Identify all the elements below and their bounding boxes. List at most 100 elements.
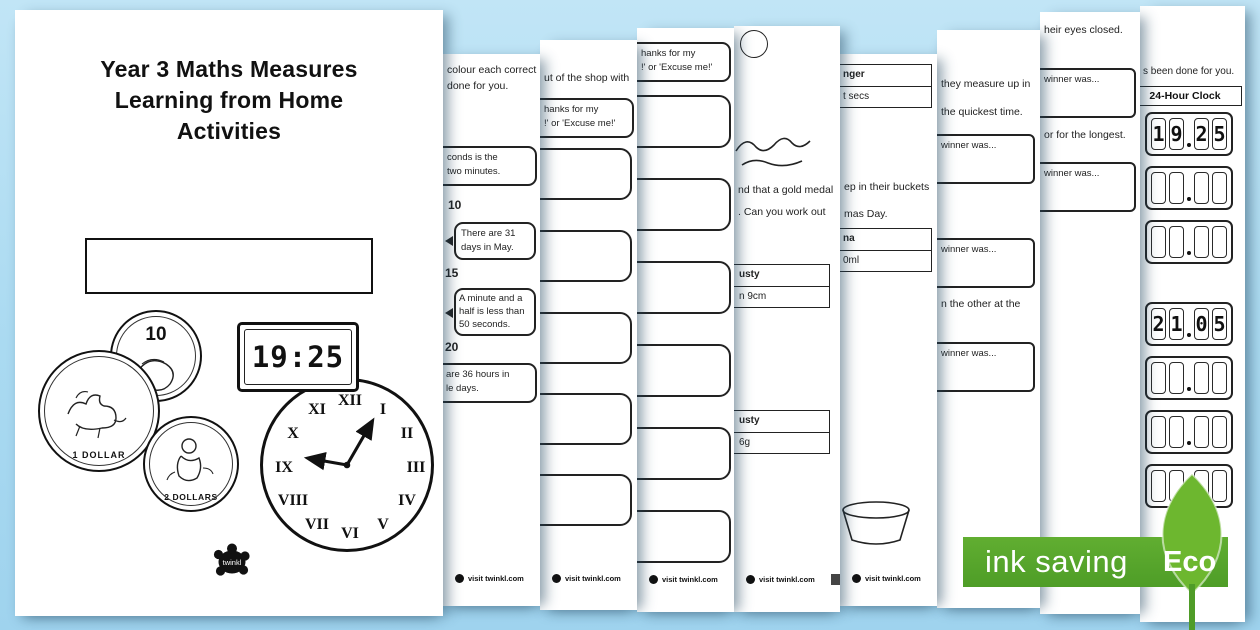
speech-box — [540, 98, 634, 138]
winner-prompt: winner was... — [941, 244, 997, 255]
clock-digit-blank — [1151, 470, 1166, 502]
twinkl-logo-text: twinkl — [223, 558, 242, 567]
worksheet-page-5: nd that a gold medal . Can you work out … — [734, 26, 840, 612]
statement-fragment: There are 31 — [461, 228, 516, 239]
instruction-fragment: colour each correct — [447, 64, 537, 76]
instruction-fragment: ut of the shop with — [544, 72, 630, 84]
speech-fragment: !' or 'Excuse me!' — [544, 118, 616, 129]
twinkl-mini-logo — [746, 575, 755, 584]
instruction-fragment: the quickest time. — [941, 106, 1023, 118]
clock-digit: 0 — [1194, 308, 1209, 340]
answer-box — [637, 427, 731, 480]
winner-box — [937, 238, 1035, 288]
visit-link-text: visit twinkl.com — [759, 575, 815, 584]
results-table: usty 6g — [734, 410, 830, 454]
clock-digit-blank — [1194, 172, 1209, 204]
answer-box — [540, 312, 632, 364]
instruction-fragment: n the other at the — [941, 298, 1021, 310]
digital-display-blank — [1145, 464, 1233, 508]
numeral-ix: IX — [275, 459, 293, 476]
statement-fragment: le days. — [446, 383, 479, 394]
clock-digit: 2 — [1194, 118, 1209, 150]
twinkl-mini-logo — [455, 574, 464, 583]
illustration-circle — [740, 30, 768, 58]
instruction-fragment: heir eyes closed. — [1044, 24, 1123, 36]
clock-digit-blank — [1212, 416, 1227, 448]
results-table: usty n 9cm — [734, 264, 830, 308]
analog-clock: XII I II III IV V VI VII VIII IX X XI — [260, 378, 434, 552]
number-label-10: 10 — [448, 198, 462, 212]
clock-separator-dot — [1187, 143, 1191, 147]
statement-fragment: two minutes. — [447, 166, 501, 177]
number-label-15: 15 — [445, 266, 459, 280]
page-footer: visit twinkl.com — [552, 573, 637, 584]
clock-digit-blank — [1212, 172, 1227, 204]
worksheet-page-8: heir eyes closed. winner was... or for t… — [1040, 12, 1140, 614]
visit-link-text: visit twinkl.com — [468, 574, 524, 583]
page-footer: visit twinkl.com — [746, 574, 840, 585]
clock-separator-dot — [1187, 197, 1191, 201]
clock-digit-blank — [1169, 416, 1184, 448]
numeral-iv: IV — [398, 492, 416, 509]
clock-separator-dot — [1187, 387, 1191, 391]
instruction-fragment: nd that a gold medal — [738, 184, 834, 196]
statement-box — [454, 222, 536, 260]
numeral-i: I — [379, 401, 387, 418]
winner-prompt: winner was... — [1044, 168, 1100, 179]
clock-separator-dot — [1187, 441, 1191, 445]
winner-prompt: winner was... — [941, 348, 997, 359]
statement-box — [454, 288, 536, 336]
digital-display-blank — [1145, 166, 1233, 210]
title-line-3: Activities — [176, 118, 282, 144]
ten-cent-value: 10 — [145, 324, 167, 345]
winner-prompt: winner was... — [941, 140, 997, 151]
clock-digit-blank — [1194, 226, 1209, 258]
statement-box — [443, 146, 537, 186]
column-header: 24-Hour Clock — [1140, 86, 1242, 106]
two-dollar-label: 2 DOLLARS — [164, 492, 218, 502]
numeral-xi: XI — [308, 401, 326, 418]
twinkl-mini-logo — [649, 575, 658, 584]
visit-link-text: visit twinkl.com — [865, 574, 921, 583]
clock-digit-blank — [1194, 362, 1209, 394]
numeral-iii: III — [406, 459, 426, 476]
clock-digit-blank — [1151, 172, 1166, 204]
statement-fragment: 50 seconds. — [459, 319, 511, 330]
instruction-fragment: or for the longest. — [1044, 129, 1126, 141]
answer-box — [540, 393, 632, 445]
instruction-fragment: ep in their buckets — [844, 181, 930, 193]
table-cell: t secs — [840, 86, 931, 107]
table-header-cell: na — [843, 233, 855, 244]
clock-separator-dot — [1187, 251, 1191, 255]
one-dollar-label: 1 DOLLAR — [72, 450, 126, 460]
winner-box — [1040, 162, 1136, 212]
worksheet-page-6: nger t secs ep in their buckets mas Day.… — [840, 54, 937, 606]
clock-digit: 5 — [1212, 308, 1227, 340]
clock-digit-blank — [1151, 416, 1166, 448]
clock-digit-blank — [1212, 470, 1227, 502]
clock-digit: 2 — [1151, 308, 1166, 340]
answer-box — [637, 261, 731, 314]
numeral-x: X — [287, 425, 299, 442]
instruction-fragment: s been done for you. — [1143, 66, 1235, 77]
worksheet-page-4: hanks for my !' or 'Excuse me!' visit tw… — [637, 28, 734, 612]
digital-clock-time: 19:25 — [251, 340, 345, 374]
worksheet-page-3: ut of the shop with hanks for my !' or '… — [540, 40, 637, 610]
page-footer: visit twinkl.com — [852, 573, 937, 584]
ink-saving-text: ink saving — [985, 544, 1128, 579]
table-cell: 6g — [734, 432, 829, 453]
numeral-xii: XII — [337, 392, 363, 409]
number-label-20: 20 — [445, 340, 459, 354]
twinkl-mini-logo — [852, 574, 861, 583]
numeral-v: V — [377, 516, 389, 533]
table-cell: 0ml — [840, 250, 931, 271]
coin-inner-ring — [44, 356, 154, 466]
statement-fragment: A minute and a — [459, 293, 523, 304]
worksheet-page-2: colour each correct done for you. conds … — [443, 54, 540, 606]
two-dollar-coin: 2 DOLLARS — [143, 416, 239, 512]
answer-box — [540, 474, 632, 526]
name-entry-box — [85, 238, 373, 294]
instruction-fragment: . Can you work out — [738, 206, 826, 218]
box-pointer — [445, 308, 453, 318]
answer-box — [637, 510, 731, 563]
